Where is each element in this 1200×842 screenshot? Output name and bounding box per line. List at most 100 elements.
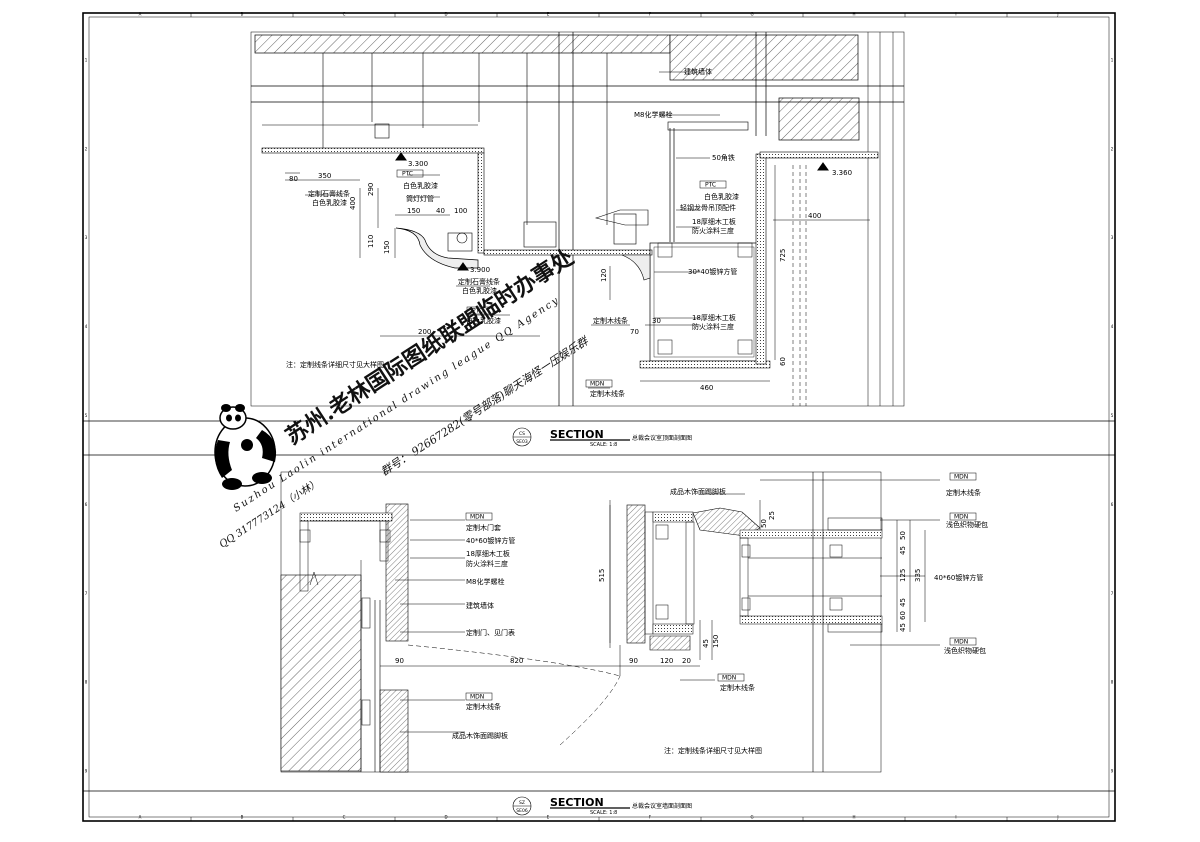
- row-marker-left-9: 9: [85, 769, 88, 774]
- row-marker-right-3: 3: [1111, 235, 1114, 240]
- label-door: 定制门、见门表: [466, 628, 515, 637]
- column-marker-bottom-E: E: [547, 815, 550, 820]
- dim-335: 335: [914, 569, 922, 582]
- label-white-latex-3: 白色乳胶漆: [403, 181, 438, 190]
- watermark-line1: 苏州.老林国际图纸联盟临时办事处: [281, 244, 578, 450]
- tag-ptc-1: PTC: [402, 171, 413, 178]
- column-marker-bottom-H: H: [852, 815, 855, 820]
- label-white-latex-2: 白色乳胶漆: [312, 198, 347, 207]
- label-board-18-b: 18厚细木工板: [466, 549, 510, 558]
- tag-mdn-b5: MDN: [954, 639, 968, 646]
- label-m8-bolt: M8化学螺栓: [634, 110, 673, 119]
- label-wood-line-b: 定制木线条: [466, 702, 501, 711]
- column-marker-top-J: J: [1056, 12, 1058, 17]
- ceiling-section-title-block: CS SE03 SECTION SCALE: 1:8 总裁会议室顶面剖面图: [512, 427, 692, 448]
- watermark-line2: Suzhou Laolin international drawing leag…: [232, 295, 562, 515]
- dim-200: 200: [418, 328, 431, 336]
- column-marker-bottom-B: B: [241, 815, 244, 820]
- level-3900: 3.900: [470, 266, 490, 274]
- dim-350: 350: [318, 172, 331, 180]
- level-3300: 3.300: [408, 160, 428, 168]
- bubble-top: CS: [519, 431, 525, 437]
- row-marker-left-8: 8: [85, 680, 88, 685]
- ceiling-section-labels: 建筑墙体 M8化学螺栓 50角铁 白色乳胶漆 轻钢龙骨吊顶配件 18厚细木工板 …: [286, 67, 852, 398]
- column-marker-top-C: C: [343, 12, 346, 17]
- label-fabric-1: 浅色织物硬包: [946, 520, 988, 529]
- column-marker-top-D: D: [444, 12, 447, 17]
- column-marker-bottom-D: D: [444, 815, 447, 820]
- row-marker-left-1: 1: [85, 57, 88, 62]
- dim-110: 110: [367, 235, 375, 248]
- dim-725: 725: [779, 249, 787, 262]
- tag-mdn-b6: MDN: [722, 675, 736, 682]
- dim-45a: 45: [702, 639, 710, 648]
- tag-mdn-b1: MDN: [470, 514, 484, 521]
- row-marker-right-5: 5: [1111, 413, 1114, 418]
- section-scale-b: SCALE: 1:8: [590, 810, 617, 816]
- label-gypsum-line-2: 定制石膏线条: [458, 277, 500, 286]
- row-marker-right-7: 7: [1111, 591, 1114, 596]
- dim-400: 400: [349, 197, 357, 210]
- dim-30: 30: [652, 317, 661, 325]
- wall-section-title-block: SZ SE06 SECTION SCALE: 1:8 总裁会议室墙面剖面图: [512, 796, 692, 816]
- dim-45c: 45: [899, 598, 907, 607]
- dim-50b: 50: [899, 531, 907, 540]
- dim-125: 125: [899, 569, 907, 582]
- dim-90b: 90: [629, 657, 638, 665]
- row-marker-right-8: 8: [1111, 680, 1114, 685]
- dim-515: 515: [598, 569, 606, 582]
- row-marker-right-9: 9: [1111, 769, 1114, 774]
- column-marker-top-H: H: [852, 12, 855, 17]
- dim-120: 120: [600, 269, 608, 282]
- dim-60: 60: [779, 357, 787, 366]
- label-wood-door-cover: 定制木门套: [466, 523, 501, 532]
- dim-290: 290: [367, 183, 375, 196]
- label-m8-bolt-b: M8化学螺栓: [466, 577, 505, 586]
- column-marker-bottom-F: F: [649, 815, 652, 820]
- row-marker-left-7: 7: [85, 591, 88, 596]
- label-fireproof-2: 防火涂料三度: [692, 322, 734, 331]
- label-building-wall: 建筑墙体: [684, 67, 712, 76]
- label-wood-line-2: 定制木线条: [593, 316, 628, 325]
- dim-25: 25: [768, 511, 776, 520]
- row-marker-left-5: 5: [85, 413, 88, 418]
- row-marker-left-6: 6: [85, 502, 88, 507]
- label-board-layer: 18厚细木工板: [692, 313, 736, 322]
- label-tube-4060-right: 40*60镀锌方管: [934, 573, 983, 582]
- dim-120: 120: [660, 657, 673, 665]
- label-wood-line-3: 定制木线条: [590, 389, 625, 398]
- wall-section-drawing: [280, 471, 977, 773]
- column-marker-bottom-C: C: [343, 815, 346, 820]
- label-white-latex: 白色乳胶漆: [704, 192, 739, 201]
- dim-90a: 90: [395, 657, 404, 665]
- dim-20: 20: [682, 657, 691, 665]
- dim-60: 60: [899, 611, 907, 620]
- section-scale: SCALE: 1:8: [590, 442, 617, 448]
- label-white-latex-5: 白色乳胶漆: [466, 316, 501, 325]
- column-marker-bottom-G: G: [750, 815, 753, 820]
- section-title: SECTION: [550, 428, 604, 441]
- dim-50: 50: [760, 519, 768, 528]
- label-fireproof-b: 防火涂料三度: [466, 559, 508, 568]
- level-3360: 3.360: [832, 169, 852, 177]
- dim-40: 40: [436, 207, 445, 215]
- label-board-18: 18厚细木工板: [692, 217, 736, 226]
- dim-45d: 45: [899, 623, 907, 632]
- row-marker-left-4: 4: [85, 324, 88, 329]
- tag-ptc-2: PTC: [705, 182, 716, 189]
- label-wood-line-bottom: 定制木线条: [720, 683, 755, 692]
- label-white-latex-4: 白色乳胶漆: [462, 286, 497, 295]
- bubble-bottom: SE03: [516, 439, 528, 445]
- section-title-b: SECTION: [550, 796, 604, 809]
- dim-70: 70: [630, 328, 639, 336]
- tag-mdn-b2: MDN: [470, 694, 484, 701]
- label-building-wall-b: 建筑墙体: [466, 601, 494, 610]
- column-marker-bottom-A: A: [139, 815, 142, 820]
- ceiling-section-drawing: [250, 31, 905, 407]
- column-marker-top-I: I: [955, 12, 956, 17]
- section-name-b: 总裁会议室墙面剖面图: [632, 802, 692, 810]
- wall-note: 注：定制线条详细尺寸见大样图: [664, 746, 762, 755]
- label-wood-line-top: 定制木线条: [946, 488, 981, 497]
